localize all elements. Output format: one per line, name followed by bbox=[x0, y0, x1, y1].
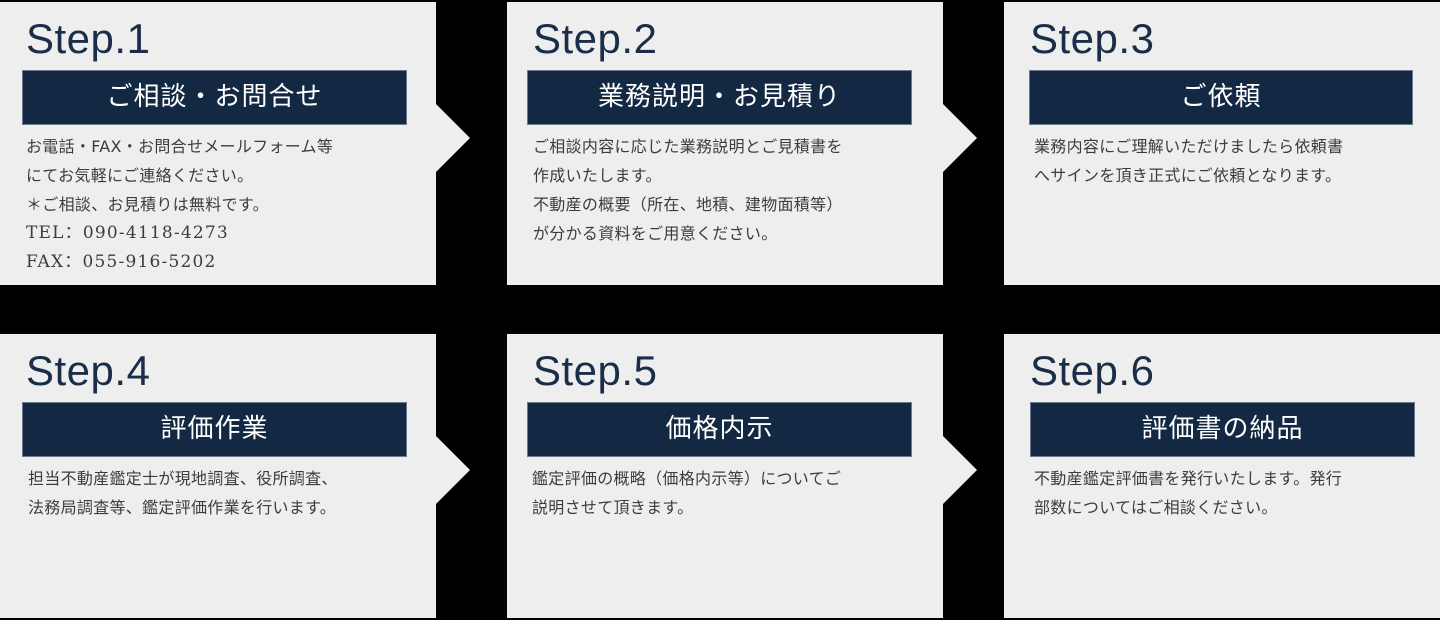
step-header: ご相談・お問合せ bbox=[22, 70, 407, 125]
step-card-2: Step.2 業務説明・お見積り ご相談内容に応じた業務説明とご見積書を 作成い… bbox=[507, 2, 943, 285]
next-arrow-icon bbox=[436, 436, 470, 504]
description-line: 作成いたします。 bbox=[533, 166, 662, 185]
step-card-6: Step.6 評価書の納品 不動産鑑定評価書を発行いたします。発行 部数について… bbox=[1004, 334, 1440, 618]
fax-number: FAX：055-916-5202 bbox=[26, 252, 217, 272]
step-title: Step.2 bbox=[533, 15, 658, 62]
step-description: 担当不動産鑑定士が現地調査、役所調査、 法務局調査等、鑑定評価作業を行います。 bbox=[28, 464, 338, 522]
description-line: が分かる資料をご用意ください。 bbox=[533, 224, 778, 243]
step-card-4: Step.4 評価作業 担当不動産鑑定士が現地調査、役所調査、 法務局調査等、鑑… bbox=[0, 334, 436, 618]
description-line: 不動産の概要（所在、地積、建物面積等） bbox=[533, 195, 843, 214]
step-title: Step.6 bbox=[1030, 347, 1155, 394]
phone-number: TEL：090-4118-4273 bbox=[26, 223, 229, 243]
step-description: お電話・FAX・お問合せメールフォーム等 にてお気軽にご連絡ください。 ＊ご相談… bbox=[26, 132, 333, 277]
description-line: お電話・FAX・お問合せメールフォーム等 bbox=[26, 137, 334, 156]
step-description: 鑑定評価の概略（価格内示等）についてご 説明させて頂きます。 bbox=[532, 464, 841, 522]
step-header: 業務説明・お見積り bbox=[527, 70, 912, 125]
description-line: 部数についてはご相談ください。 bbox=[1034, 498, 1278, 517]
step-title: Step.5 bbox=[533, 347, 658, 394]
step-description: ご相談内容に応じた業務説明とご見積書を 作成いたします。 不動産の概要（所在、地… bbox=[533, 132, 843, 248]
step-title: Step.3 bbox=[1030, 15, 1155, 62]
step-header: ご依頼 bbox=[1029, 70, 1413, 125]
next-arrow-icon bbox=[943, 104, 977, 172]
description-line: 法務局調査等、鑑定評価作業を行います。 bbox=[28, 498, 337, 517]
step-card-5: Step.5 価格内示 鑑定評価の概略（価格内示等）についてご 説明させて頂きま… bbox=[507, 334, 943, 618]
step-header: 評価作業 bbox=[22, 402, 407, 457]
step-card-3: Step.3 ご依頼 業務内容にご理解いただけましたら依頼書 へサインを頂き正式… bbox=[1004, 2, 1440, 285]
description-line: 鑑定評価の概略（価格内示等）についてご bbox=[532, 469, 842, 488]
step-description: 業務内容にご理解いただけましたら依頼書 へサインを頂き正式にご依頼となります。 bbox=[1034, 132, 1343, 190]
next-arrow-icon bbox=[943, 436, 977, 504]
step-title: Step.1 bbox=[26, 15, 151, 62]
description-line: 業務内容にご理解いただけましたら依頼書 bbox=[1034, 137, 1344, 156]
description-line: 担当不動産鑑定士が現地調査、役所調査、 bbox=[28, 469, 338, 488]
description-line: ＊ご相談、お見積りは無料です。 bbox=[26, 195, 269, 214]
description-line: 説明させて頂きます。 bbox=[532, 498, 694, 517]
description-line: ご相談内容に応じた業務説明とご見積書を bbox=[533, 137, 843, 156]
step-description: 不動産鑑定評価書を発行いたします。発行 部数についてはご相談ください。 bbox=[1034, 464, 1342, 522]
step-header: 評価書の納品 bbox=[1030, 402, 1415, 457]
step-header: 価格内示 bbox=[527, 402, 912, 457]
description-line: にてお気軽にご連絡ください。 bbox=[26, 166, 254, 185]
description-line: 不動産鑑定評価書を発行いたします。発行 bbox=[1034, 469, 1343, 488]
step-card-1: Step.1 ご相談・お問合せ お電話・FAX・お問合せメールフォーム等 にてお… bbox=[0, 2, 436, 285]
description-line: へサインを頂き正式にご依頼となります。 bbox=[1034, 166, 1342, 185]
next-arrow-icon bbox=[436, 104, 470, 172]
step-title: Step.4 bbox=[26, 347, 151, 394]
